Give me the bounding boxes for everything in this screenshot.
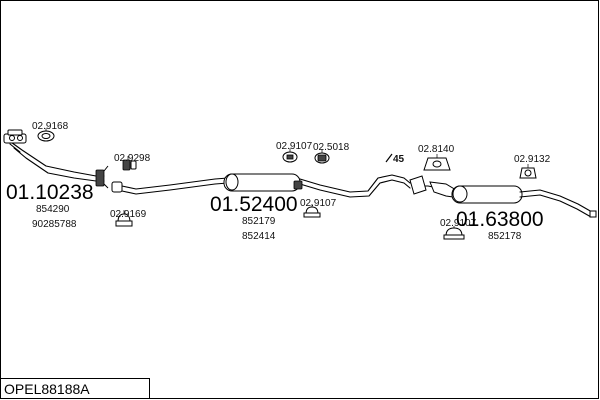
assembly-ref: 852178 bbox=[488, 231, 522, 242]
diagram-code-label: OPEL88188A bbox=[0, 378, 150, 399]
clamp-part bbox=[303, 206, 321, 218]
part-label-02-9107-b: 02.9107 bbox=[300, 198, 337, 209]
leader-lines bbox=[45, 128, 529, 228]
part-label-02-9168: 02.9168 bbox=[32, 121, 69, 132]
angle-symbol bbox=[385, 153, 393, 163]
rear-pipe bbox=[409, 175, 597, 218]
front-pipe bbox=[3, 129, 109, 189]
rubber-hanger-part bbox=[519, 167, 537, 179]
part-label-02-9169: 02.9169 bbox=[110, 209, 147, 220]
gasket-part bbox=[37, 130, 55, 142]
part-label-02-9298: 02.9298 bbox=[114, 153, 151, 164]
middle-pipe bbox=[111, 173, 411, 198]
hanger-bracket-part bbox=[423, 157, 451, 171]
assembly-number: 01.63800 bbox=[456, 208, 544, 231]
rubber-hanger-part bbox=[282, 151, 298, 163]
rubber-hanger-part bbox=[314, 152, 330, 164]
assembly-number: 01.52400 bbox=[210, 193, 298, 216]
part-label-02-9107-c: 02.9107 bbox=[440, 218, 477, 229]
assembly-ref: 90285788 bbox=[32, 219, 77, 230]
assembly-number: 01.10238 bbox=[6, 181, 94, 204]
part-label-02-9132: 02.9132 bbox=[514, 154, 551, 165]
seal-part bbox=[122, 159, 137, 171]
assembly-ref: 852179 bbox=[242, 216, 276, 227]
assembly-ref: 852414 bbox=[242, 231, 276, 242]
part-label-02-5018: 02.5018 bbox=[313, 142, 350, 153]
clamp-part bbox=[443, 227, 465, 240]
part-label-02-9107: 02.9107 bbox=[276, 141, 313, 152]
angle-label-45: 45 bbox=[393, 154, 405, 165]
part-label-02-8140: 02.8140 bbox=[418, 144, 455, 155]
assembly-ref: 854290 bbox=[36, 204, 70, 215]
